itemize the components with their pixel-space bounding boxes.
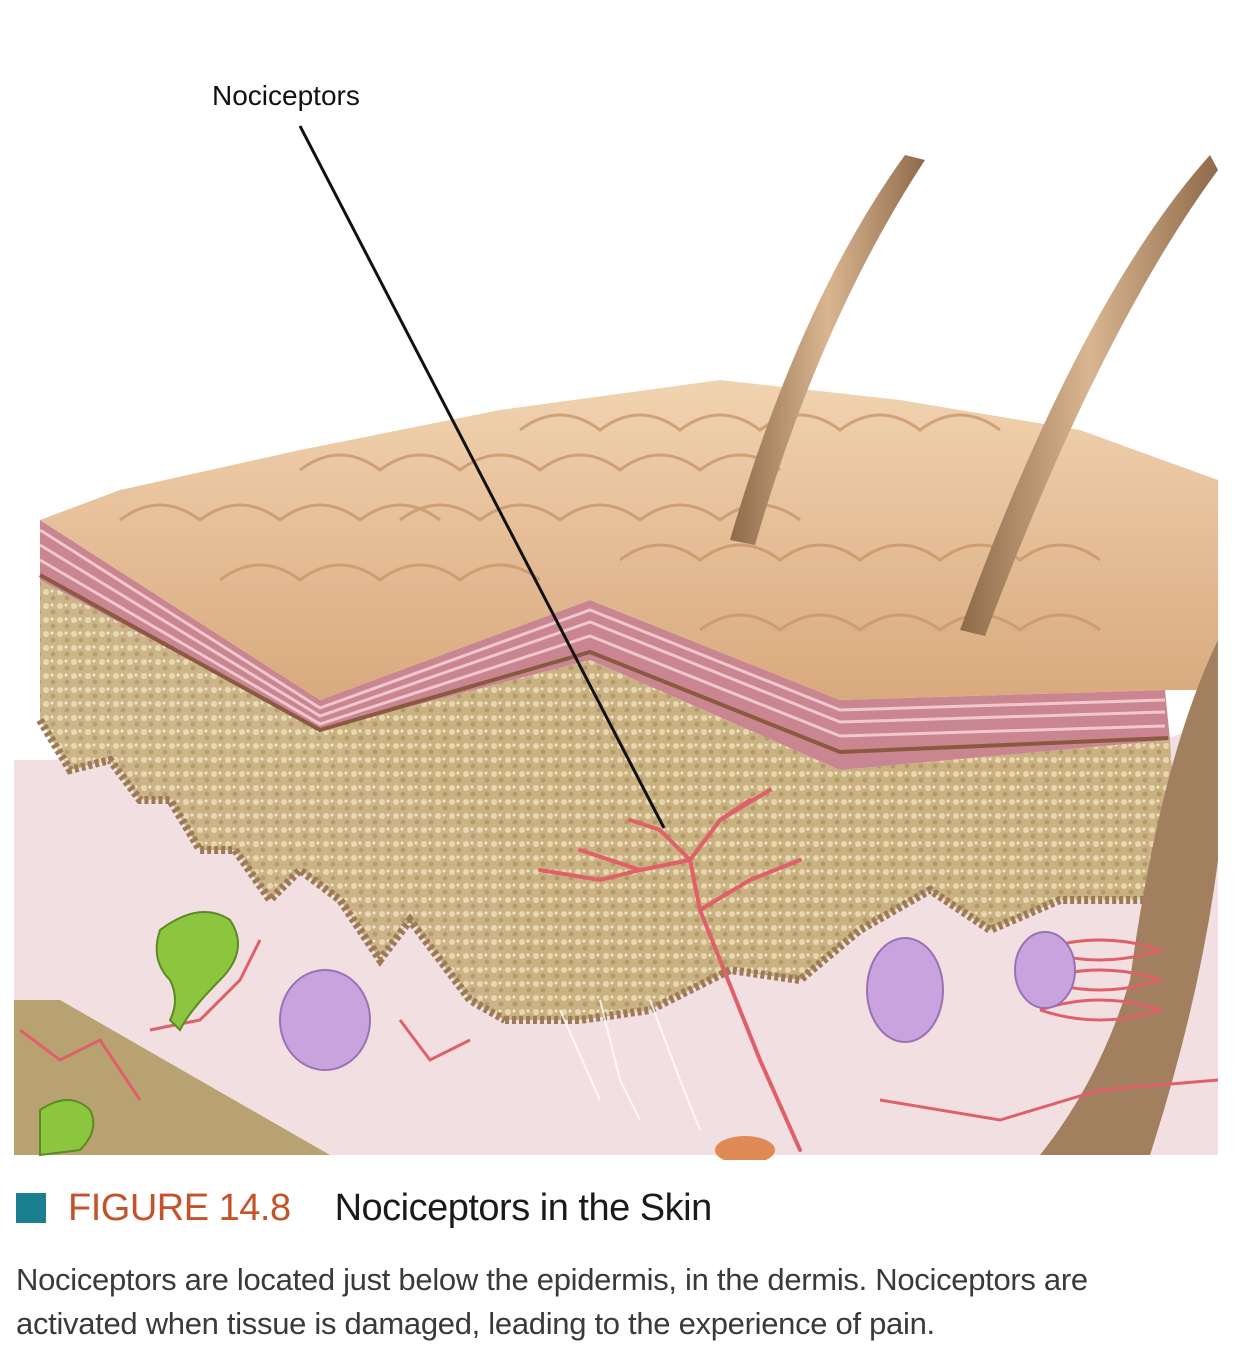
green-gland-structures [39, 911, 239, 1157]
hair-shafts [730, 155, 1218, 1155]
figure-marker-square [16, 1193, 46, 1223]
figure-caption-header: FIGURE 14.8 Nociceptors in the Skin [16, 1186, 712, 1230]
epidermis-layers [39, 520, 1170, 770]
skin-surface [40, 380, 1218, 700]
fine-nerve-fibers [559, 999, 701, 1131]
figure-number: FIGURE 14.8 [68, 1186, 291, 1229]
label-leader-line [298, 125, 666, 829]
figure-caption-body: Nociceptors are located just below the e… [16, 1262, 1088, 1341]
purple-receptors [279, 931, 1076, 1071]
dermis-layer [36, 580, 507, 1024]
dermis-cutaway [320, 660, 1180, 1024]
nociceptors-label: Nociceptors [212, 80, 360, 111]
nociceptor-nerve-endings [538, 788, 802, 1152]
figure-title: Nociceptors in the Skin [334, 1186, 713, 1229]
skin-cross-section-illustration [14, 125, 1219, 1160]
orange-structure [715, 1136, 775, 1160]
